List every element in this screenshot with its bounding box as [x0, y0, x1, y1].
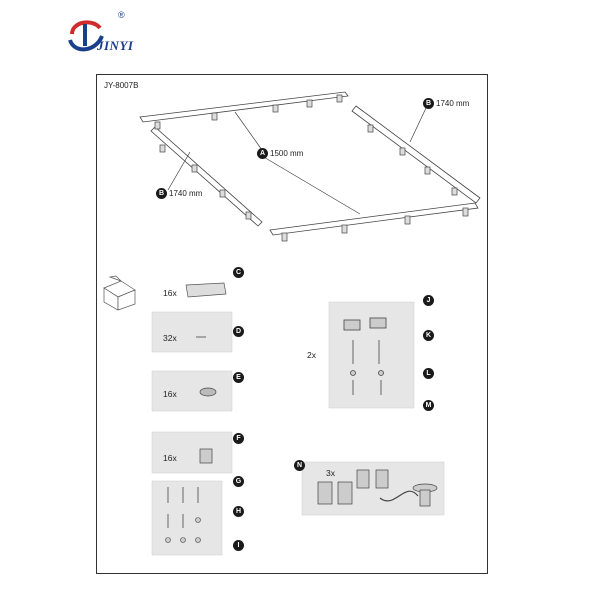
rail-b-right-length: 1740 mm	[436, 99, 470, 108]
badge-g: G	[233, 476, 244, 487]
badge-l: L	[423, 368, 434, 379]
registered-mark: ®	[118, 10, 125, 20]
badge-n: N	[294, 460, 305, 471]
badge-d: D	[233, 326, 244, 337]
badge-e: E	[233, 372, 244, 383]
badge-m: M	[423, 400, 434, 411]
rail-b-left-length: 1740 mm	[169, 189, 203, 198]
instruction-frame	[96, 74, 488, 574]
qty-f: 16x	[163, 453, 177, 463]
qty-n: 3x	[326, 468, 335, 478]
jinyi-logo	[68, 20, 104, 52]
rail-a-length: 1500 mm	[270, 149, 304, 158]
badge-b-right: B	[423, 98, 434, 109]
qty-d: 32x	[163, 333, 177, 343]
badge-b-left: B	[156, 188, 167, 199]
badge-i: I	[233, 540, 244, 551]
qty-e: 16x	[163, 389, 177, 399]
qty-jklm: 2x	[307, 350, 316, 360]
brand-name: JINYI	[97, 38, 134, 53]
badge-h: H	[233, 506, 244, 517]
badge-c: C	[233, 267, 244, 278]
badge-a: A	[257, 148, 268, 159]
badge-k: K	[423, 330, 434, 341]
badge-j: J	[423, 295, 434, 306]
badge-f: F	[233, 433, 244, 444]
model-number: JY-8007B	[104, 81, 139, 90]
qty-c: 16x	[163, 288, 177, 298]
